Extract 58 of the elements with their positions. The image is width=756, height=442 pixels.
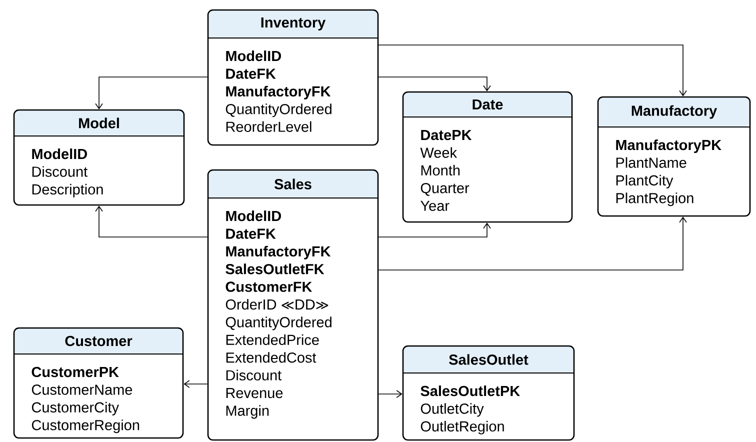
table-title: Inventory	[261, 18, 326, 30]
field-name: ManufactoryFK	[226, 86, 331, 100]
field-name: CustomerPK	[32, 366, 119, 378]
field-name: SalesOutletPK	[420, 385, 520, 396]
field-name: ExtendedPrice	[226, 334, 319, 346]
table-box	[207, 169, 379, 441]
field-name: Week	[420, 147, 458, 158]
field-name: CustomerCity	[32, 402, 119, 416]
arrow	[95, 76, 208, 110]
field-name: Year	[420, 200, 450, 211]
field-name: DateFK	[226, 68, 276, 79]
table-box	[13, 327, 184, 439]
field-name: CustomerFK	[226, 282, 312, 292]
field-name: QuantityOrdered	[226, 316, 332, 330]
field-name: SalesOutletFK	[226, 264, 324, 274]
table-title: Manufactory	[632, 105, 718, 119]
field-name: PlantRegion	[616, 192, 694, 206]
field-name: ManufactoryPK	[616, 140, 722, 153]
field-name: OutletRegion	[420, 420, 504, 434]
table-title: Date	[472, 99, 503, 110]
field-name: OutletCity	[420, 403, 484, 417]
field-name: DateFK	[226, 228, 276, 239]
arrow	[184, 380, 208, 388]
field-name: ExtendedCost	[226, 352, 316, 363]
field-name: ModelID	[32, 148, 87, 160]
arrow	[378, 216, 687, 270]
field-name: Quarter	[420, 182, 470, 196]
field-name: ModelID	[226, 210, 281, 222]
field-name: CustomerName	[32, 384, 132, 395]
arrow	[378, 76, 491, 92]
table-box	[402, 91, 573, 223]
field-name: CustomerRegion	[32, 420, 140, 434]
field-name: ReorderLevel	[226, 121, 312, 132]
table-box	[207, 9, 379, 146]
field-name: OrderID ≪DD≫	[226, 298, 328, 310]
arrow	[378, 222, 491, 238]
field-name: PlantCity	[616, 174, 674, 188]
arrow	[378, 44, 687, 96]
table-box	[13, 109, 185, 206]
field-name: Discount	[32, 166, 88, 177]
field-name: ManufactoryFK	[226, 246, 331, 260]
arrow	[378, 390, 402, 398]
table-title: Customer	[65, 336, 132, 346]
field-name: Description	[32, 184, 103, 198]
table-title: SalesOutlet	[449, 354, 528, 365]
field-name: QuantityOrdered	[226, 104, 332, 118]
table-title: Model	[79, 118, 119, 128]
table-title: Sales	[274, 178, 312, 190]
field-name: PlantName	[616, 157, 686, 168]
field-name: ModelID	[226, 50, 281, 62]
arrow	[95, 206, 208, 238]
field-name: Discount	[226, 370, 282, 380]
field-name: Month	[421, 164, 460, 176]
field-name: DatePK	[421, 130, 472, 140]
table-box	[597, 96, 751, 217]
field-name: Revenue	[226, 388, 283, 398]
field-name: Margin	[226, 405, 269, 419]
table-box	[402, 345, 575, 441]
